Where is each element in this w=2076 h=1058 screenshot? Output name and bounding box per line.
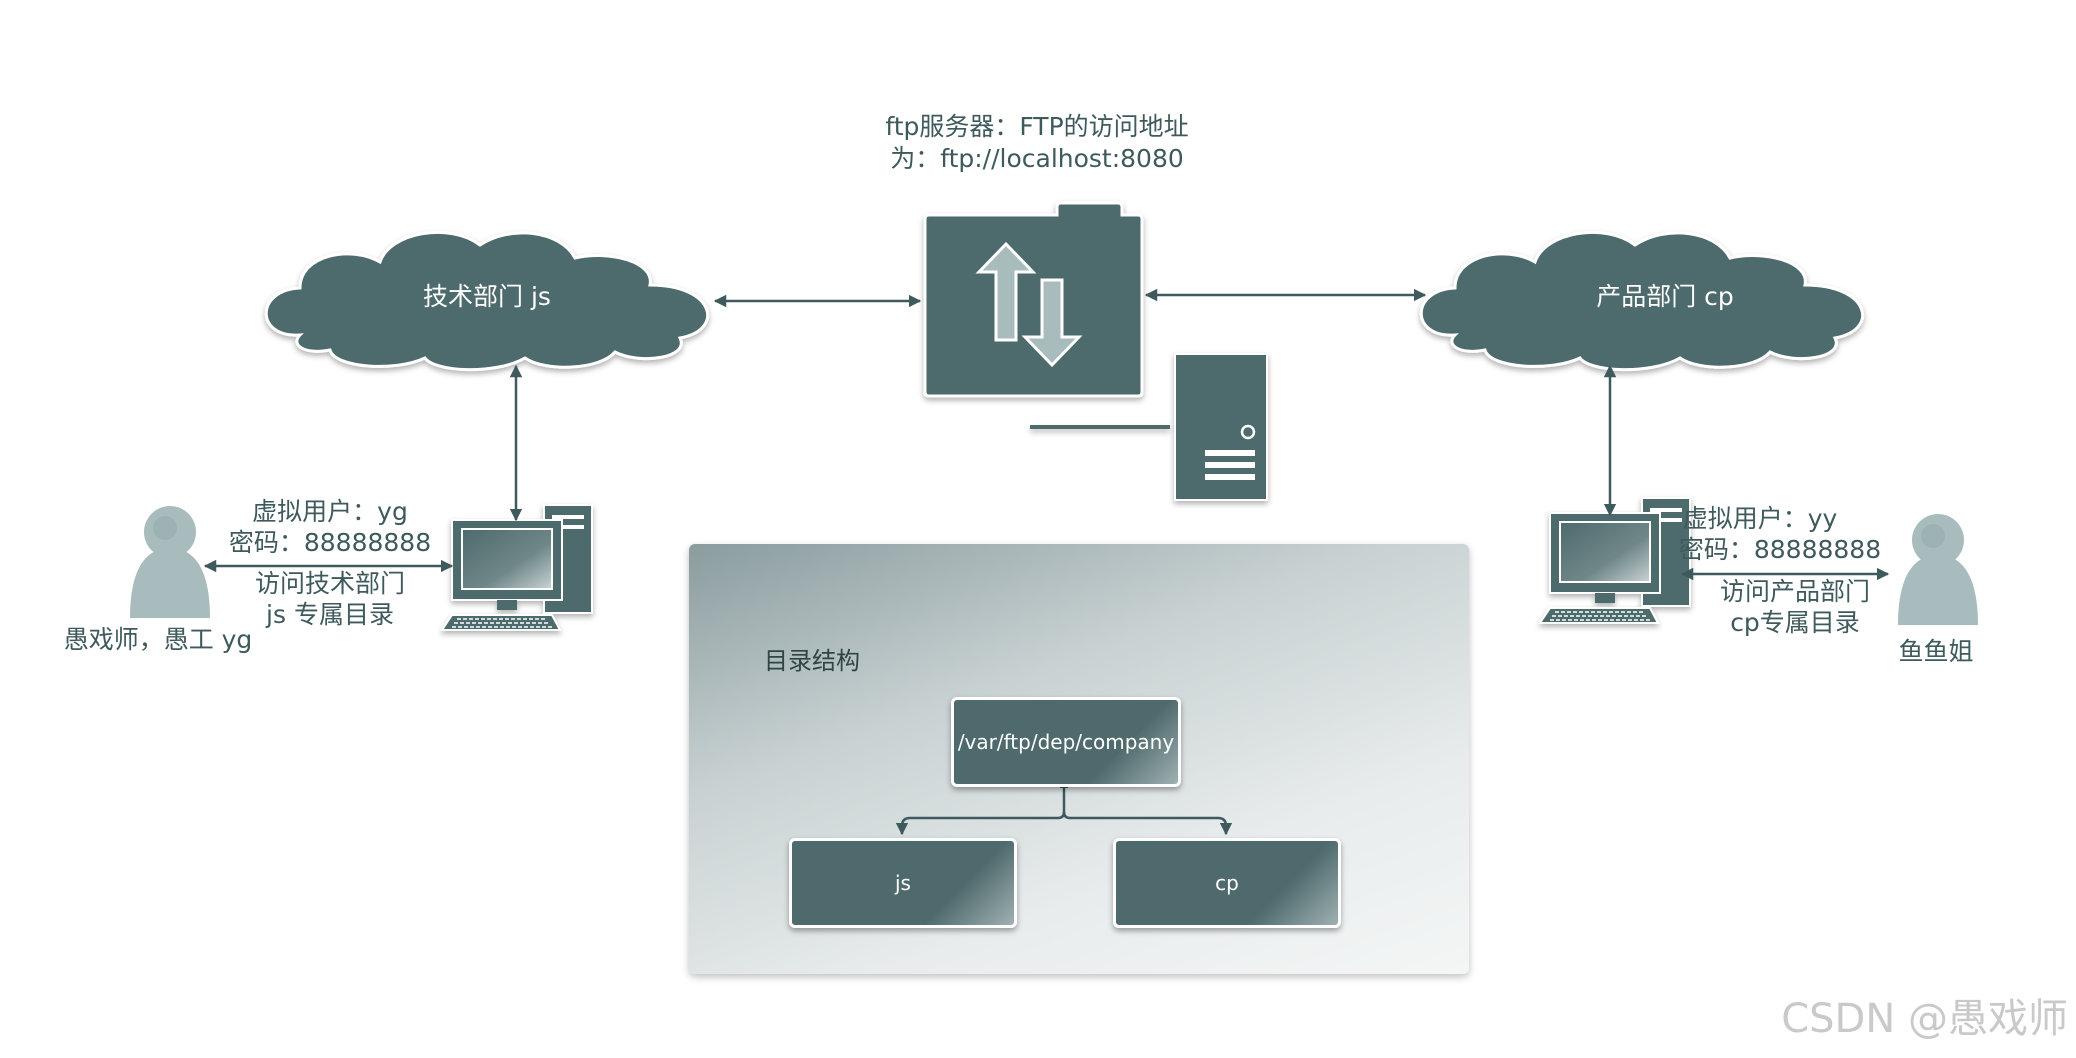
directory-child-cp-label: cp — [1215, 871, 1239, 895]
directory-child-cp: cp — [1113, 838, 1341, 928]
left-access-label-line2: js 专属目录 — [266, 600, 394, 629]
cloud-label-left: 技术部门 js — [423, 282, 551, 311]
left-password-label: 密码：88888888 — [228, 528, 432, 557]
cloud-icon — [264, 230, 710, 372]
ftp-server-label-line1: ftp服务器：FTP的访问地址 — [885, 112, 1189, 141]
directory-structure-title: 目录结构 — [764, 647, 860, 675]
person-icon — [130, 506, 210, 618]
left-access-label-line1: 访问技术部门 — [254, 569, 406, 598]
csdn-watermark: CSDN @愚戏师 — [1781, 996, 2068, 1042]
right-password-label: 密码：88888888 — [1678, 535, 1882, 564]
ftp-server-label-line2: 为：ftp://localhost:8080 — [890, 144, 1184, 173]
right-access-label-line2: cp专属目录 — [1730, 608, 1860, 637]
directory-root-node: /var/ftp/dep/company — [951, 697, 1181, 787]
right-person-name: 鱼鱼姐 — [1898, 637, 1974, 666]
cloud-label-right: 产品部门 cp — [1596, 282, 1734, 311]
directory-child-js: js — [789, 838, 1017, 928]
person-icon — [1898, 514, 1978, 625]
left-person-name: 愚戏师，愚工 yg — [63, 625, 253, 654]
connector-lines — [203, 288, 1890, 581]
right-virtual-user-label: 虚拟用户：yy — [1682, 504, 1838, 533]
desktop-computer-icon — [440, 504, 593, 631]
ftp-transfer-icon — [923, 201, 1144, 398]
directory-child-js-label: js — [895, 871, 911, 895]
server-tower-icon — [1030, 353, 1268, 501]
directory-root-label: /var/ftp/dep/company — [957, 730, 1175, 754]
left-virtual-user-label: 虚拟用户：yg — [252, 497, 408, 526]
right-access-label-line1: 访问产品部门 — [1719, 577, 1871, 606]
cloud-icon — [1419, 230, 1865, 372]
desktop-computer-icon — [1538, 497, 1691, 624]
